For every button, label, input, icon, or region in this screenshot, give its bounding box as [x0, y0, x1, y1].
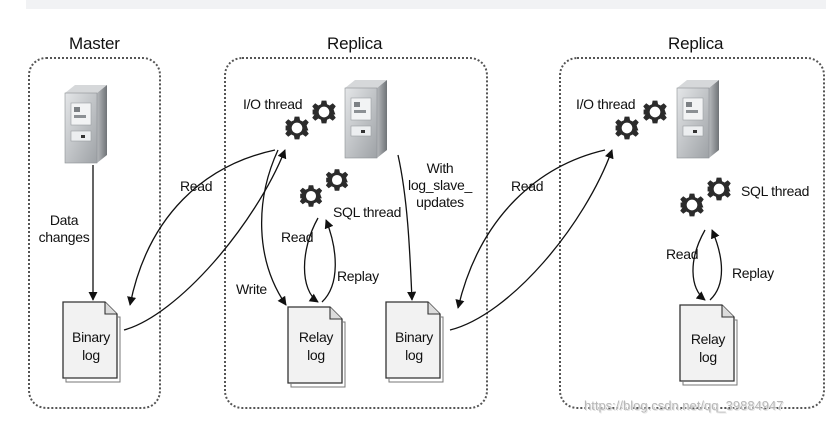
sql-thread-gear-icon-r2-2 [707, 177, 731, 201]
replica1-binary-log-line1: Binary [395, 329, 433, 345]
read-label-replica: Read [511, 178, 544, 194]
relay-log-line1-2: Relay [690, 331, 726, 347]
relay-log-line1-1: Relay [298, 329, 334, 345]
replica2-server-icon [676, 79, 720, 159]
master-binary-log-label: Binary log [63, 328, 119, 364]
with-line2: log_slave_ [408, 177, 472, 193]
log-slave-updates-label: With log_slave_ updates [405, 160, 475, 211]
master-binary-log-line1: Binary [72, 329, 110, 345]
sql-thread-gear-icon-r2 [680, 193, 704, 217]
sql-read-arrow-1 [303, 217, 319, 303]
sql-replay-arrow-2 [709, 229, 723, 301]
read-return-arrow-master [123, 149, 287, 331]
replica1-server-icon [344, 79, 388, 159]
data-changes-line2: changes [38, 229, 90, 245]
io-thread-gear-icon-2 [312, 100, 336, 124]
master-server-icon [64, 84, 108, 164]
sql-thread-label-2: SQL thread [741, 183, 810, 199]
replica-box-2 [559, 57, 825, 409]
relay-log-label-1: Relay log [288, 328, 344, 364]
relay-log-line2-2: log [699, 349, 717, 365]
io-thread-gear-icon [285, 116, 309, 140]
replica1-binary-log-label: Binary log [386, 328, 442, 364]
read-label-2: Read [666, 246, 699, 262]
write-label: Write [236, 281, 267, 297]
relay-log-label-2: Relay log [680, 330, 736, 366]
replica1-binary-log-line2: log [405, 347, 423, 363]
sql-read-arrow-2 [692, 229, 706, 301]
with-line1: With [426, 160, 454, 176]
relay-log-line2-1: log [307, 347, 325, 363]
data-changes-label: Data changes [36, 212, 92, 246]
replay-label-1: Replay [337, 268, 379, 284]
io-thread-label-1: I/O thread [243, 96, 303, 112]
master-box [28, 57, 161, 409]
read-return-arrow-replica [449, 149, 614, 331]
replay-label-2: Replay [732, 265, 774, 281]
read-label-master: Read [180, 178, 213, 194]
replica-box-1 [224, 57, 488, 409]
watermark: https://blog.csdn.net/qq_39884947 [584, 398, 784, 413]
master-title: Master [69, 34, 120, 53]
master-binary-log-line2: log [82, 347, 100, 363]
write-arrow [261, 149, 287, 306]
replica-title-1: Replica [327, 34, 383, 53]
io-thread-label-2: I/O thread [576, 96, 636, 112]
sql-thread-gear-icon [299, 185, 323, 207]
replica-title-2: Replica [668, 34, 724, 53]
sql-thread-label-1: SQL thread [333, 204, 402, 220]
read-arrow-replica [455, 149, 606, 309]
with-line3: updates [416, 194, 464, 210]
data-changes-line1: Data [49, 212, 79, 228]
read-arrow-master [127, 149, 276, 306]
io-thread-gear-icon-r2 [615, 116, 639, 140]
read-label-1: Read [281, 229, 314, 245]
sql-thread-gear-icon-2 [325, 169, 349, 191]
sql-replay-arrow-1 [321, 219, 336, 303]
log-slave-updates-arrow [397, 154, 417, 301]
top-band [26, 0, 826, 9]
io-thread-gear-icon-r2-2 [643, 100, 667, 124]
